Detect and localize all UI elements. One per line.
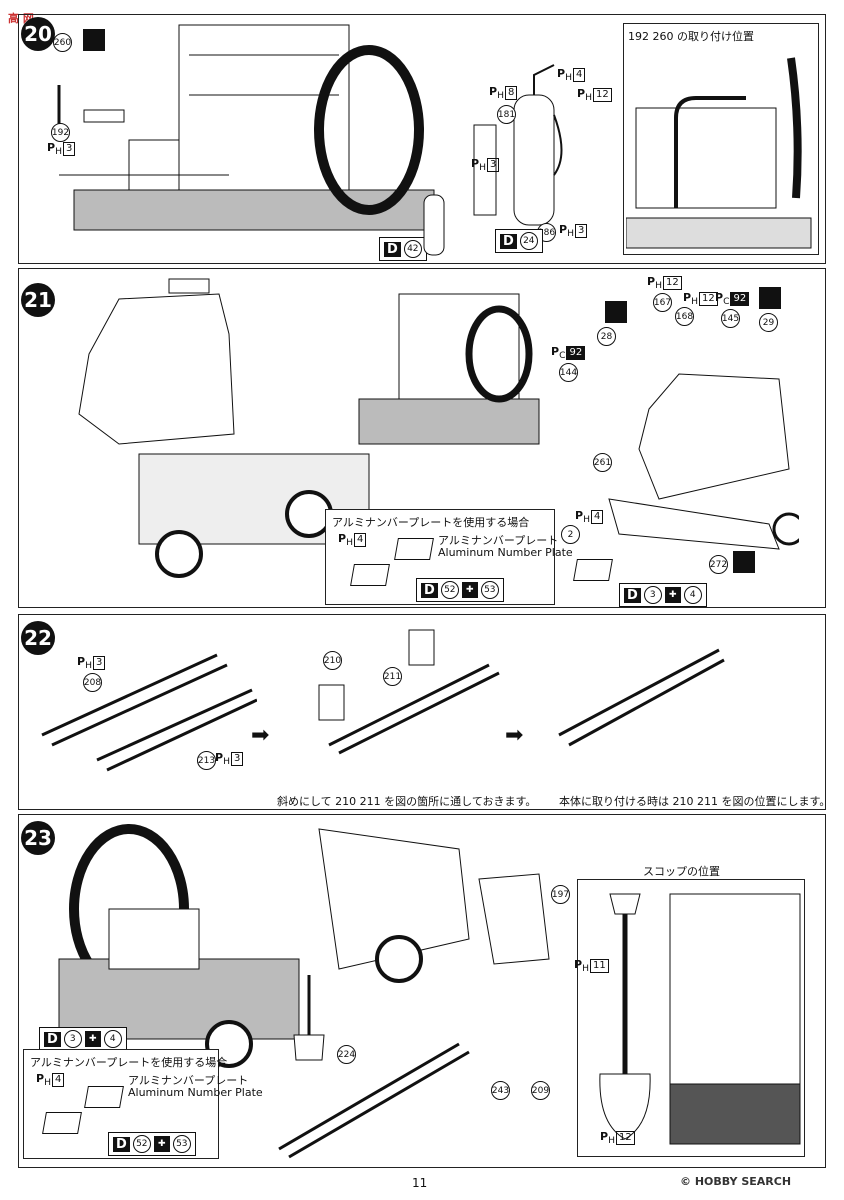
part-28: 28 — [597, 327, 616, 346]
cement-icon — [759, 287, 781, 309]
part-210: 210 — [323, 651, 342, 670]
detail-drawing — [626, 57, 812, 249]
plate-shape — [84, 1086, 124, 1108]
part-167: 167 — [653, 293, 672, 312]
detail-box-192-260: 192 260 の取り付け位置 — [623, 23, 819, 255]
arrow-right-icon: ➡ — [251, 723, 270, 748]
part-181: 181 — [497, 105, 516, 124]
part-211: 211 — [383, 667, 402, 686]
callout-en: Aluminum Number Plate — [438, 546, 573, 559]
step-number: 22 — [21, 621, 55, 655]
ladder-parts-drawing — [41, 653, 257, 772]
part-144: 144 — [559, 363, 578, 382]
callout-jp: アルミナンバープレート — [438, 534, 559, 547]
step-22-caption-right: 本体に取り付ける時は 210 211 を図の位置にします。 — [559, 795, 831, 808]
plate-shape — [350, 564, 390, 586]
plate-shape — [573, 559, 613, 581]
step-21-front-drawing — [608, 373, 799, 550]
plate-shape — [394, 538, 434, 560]
callout-jp: アルミナンバープレート — [128, 1074, 249, 1087]
part-224: 224 — [337, 1045, 356, 1064]
step-23-main-drawing — [58, 824, 550, 1159]
arrow-right-icon: ➡ — [505, 723, 524, 748]
part-208: 208 — [83, 673, 102, 692]
shovel-position-caption: スコップの位置 — [643, 865, 720, 878]
part-209: 209 — [531, 1081, 550, 1100]
step-number: 23 — [21, 821, 55, 855]
cement-icon — [733, 551, 755, 573]
step-21-cab-drawing — [78, 278, 540, 578]
ladder-assembly-drawing — [318, 629, 500, 755]
part-2: 2 — [561, 525, 580, 544]
detail-caption: 192 260 の取り付け位置 — [628, 30, 754, 43]
part-145: 145 — [721, 309, 740, 328]
cement-icon — [83, 29, 105, 51]
part-272: 272 — [709, 555, 728, 574]
part-197: 197 — [551, 885, 570, 904]
step-number: 20 — [21, 17, 55, 51]
ladder-final-drawing — [558, 648, 725, 747]
part-192: 192 — [51, 123, 70, 142]
small-extinguisher — [423, 194, 445, 256]
step-20-main-drawing — [57, 24, 435, 231]
part-29: 29 — [759, 313, 778, 332]
callout-title: アルミナンバープレートを使用する場合 — [332, 516, 530, 529]
part-168: 168 — [675, 307, 694, 326]
plate-shape — [42, 1112, 82, 1134]
page-number: 11 — [412, 1176, 428, 1190]
callout-en: Aluminum Number Plate — [128, 1086, 263, 1099]
part-261: 261 — [593, 453, 612, 472]
watermark-hobbysearch: © HOBBY SEARCH — [680, 1175, 792, 1188]
part-213: 213 — [197, 751, 216, 770]
shovel-position-drawing — [599, 893, 801, 1145]
cement-icon — [605, 301, 627, 323]
shovel-drawing — [293, 975, 325, 1061]
extinguisher-drawing — [473, 64, 563, 226]
part-260: 260 — [53, 33, 72, 52]
step-number: 21 — [21, 283, 55, 317]
callout-title: アルミナンバープレートを使用する場合 — [30, 1056, 228, 1069]
part-243: 243 — [491, 1081, 510, 1100]
step-22-caption-left: 斜めにして 210 211 を図の箇所に通しておきます。 — [277, 795, 537, 808]
